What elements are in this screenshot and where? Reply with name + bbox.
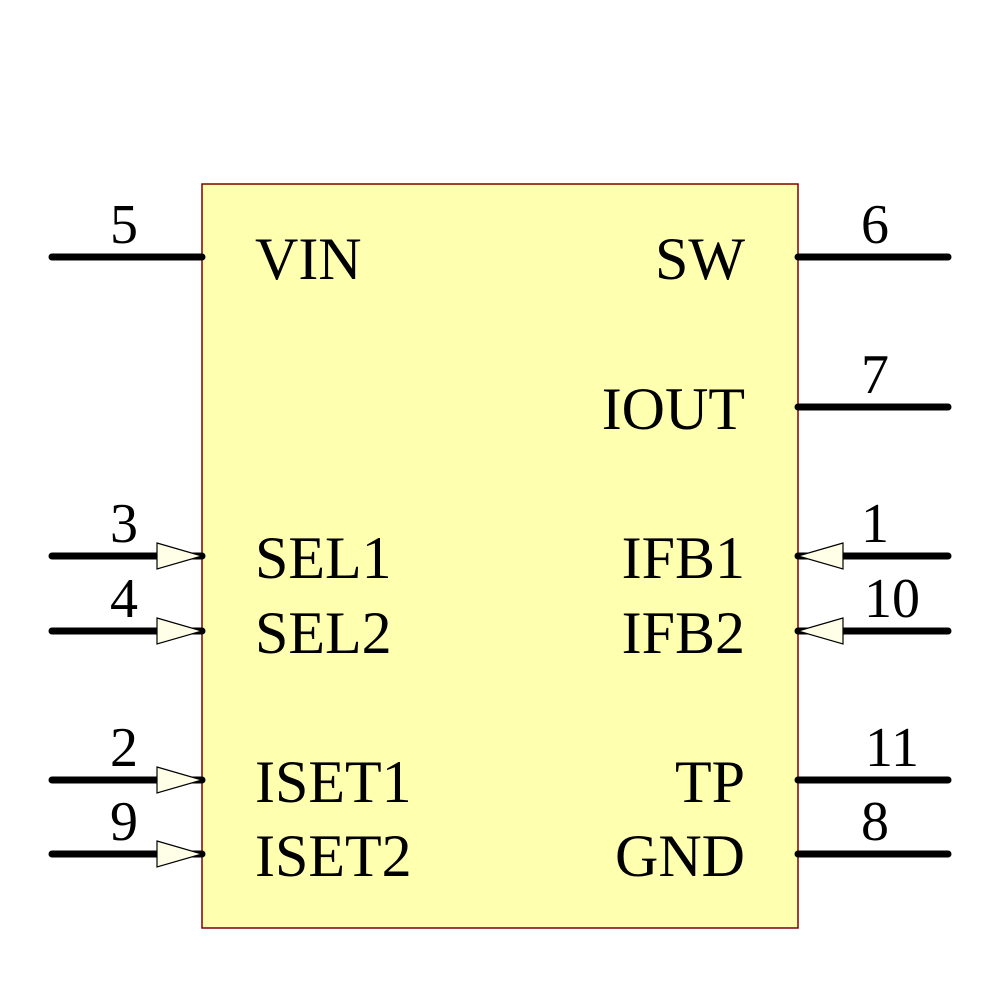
pin-number: 9 [110, 791, 138, 853]
pin-name: TP [675, 749, 745, 815]
pin-sw[interactable]: 6SW [655, 194, 952, 292]
pin-name: IFB2 [622, 600, 745, 666]
pin-name: ISET2 [255, 823, 412, 889]
pin-name: IOUT [602, 376, 745, 442]
pin-name: GND [615, 823, 745, 889]
pin-number: 11 [865, 717, 919, 779]
input-arrow-icon [795, 542, 844, 570]
pin-number: 1 [861, 493, 889, 555]
pin-number: 5 [110, 194, 138, 256]
pin-number: 8 [861, 791, 889, 853]
pin-name: VIN [255, 226, 362, 292]
pin-name: IFB1 [622, 525, 745, 591]
pin-number: 2 [110, 717, 138, 779]
pin-name: SEL2 [255, 600, 392, 666]
input-arrow-icon [795, 617, 844, 645]
pin-name: SW [655, 226, 745, 292]
pin-name: SEL1 [255, 525, 392, 591]
pin-number: 6 [861, 194, 889, 256]
input-arrow-icon [156, 766, 205, 794]
input-arrow-icon [156, 542, 205, 570]
pin-number: 4 [110, 568, 138, 630]
input-arrow-icon [156, 617, 205, 645]
input-arrow-icon [156, 840, 205, 868]
component-body[interactable] [201, 183, 799, 929]
pin-number: 10 [864, 568, 920, 630]
pin-number: 7 [861, 344, 889, 406]
pin-number: 3 [110, 493, 138, 555]
pin-name: ISET1 [255, 749, 412, 815]
